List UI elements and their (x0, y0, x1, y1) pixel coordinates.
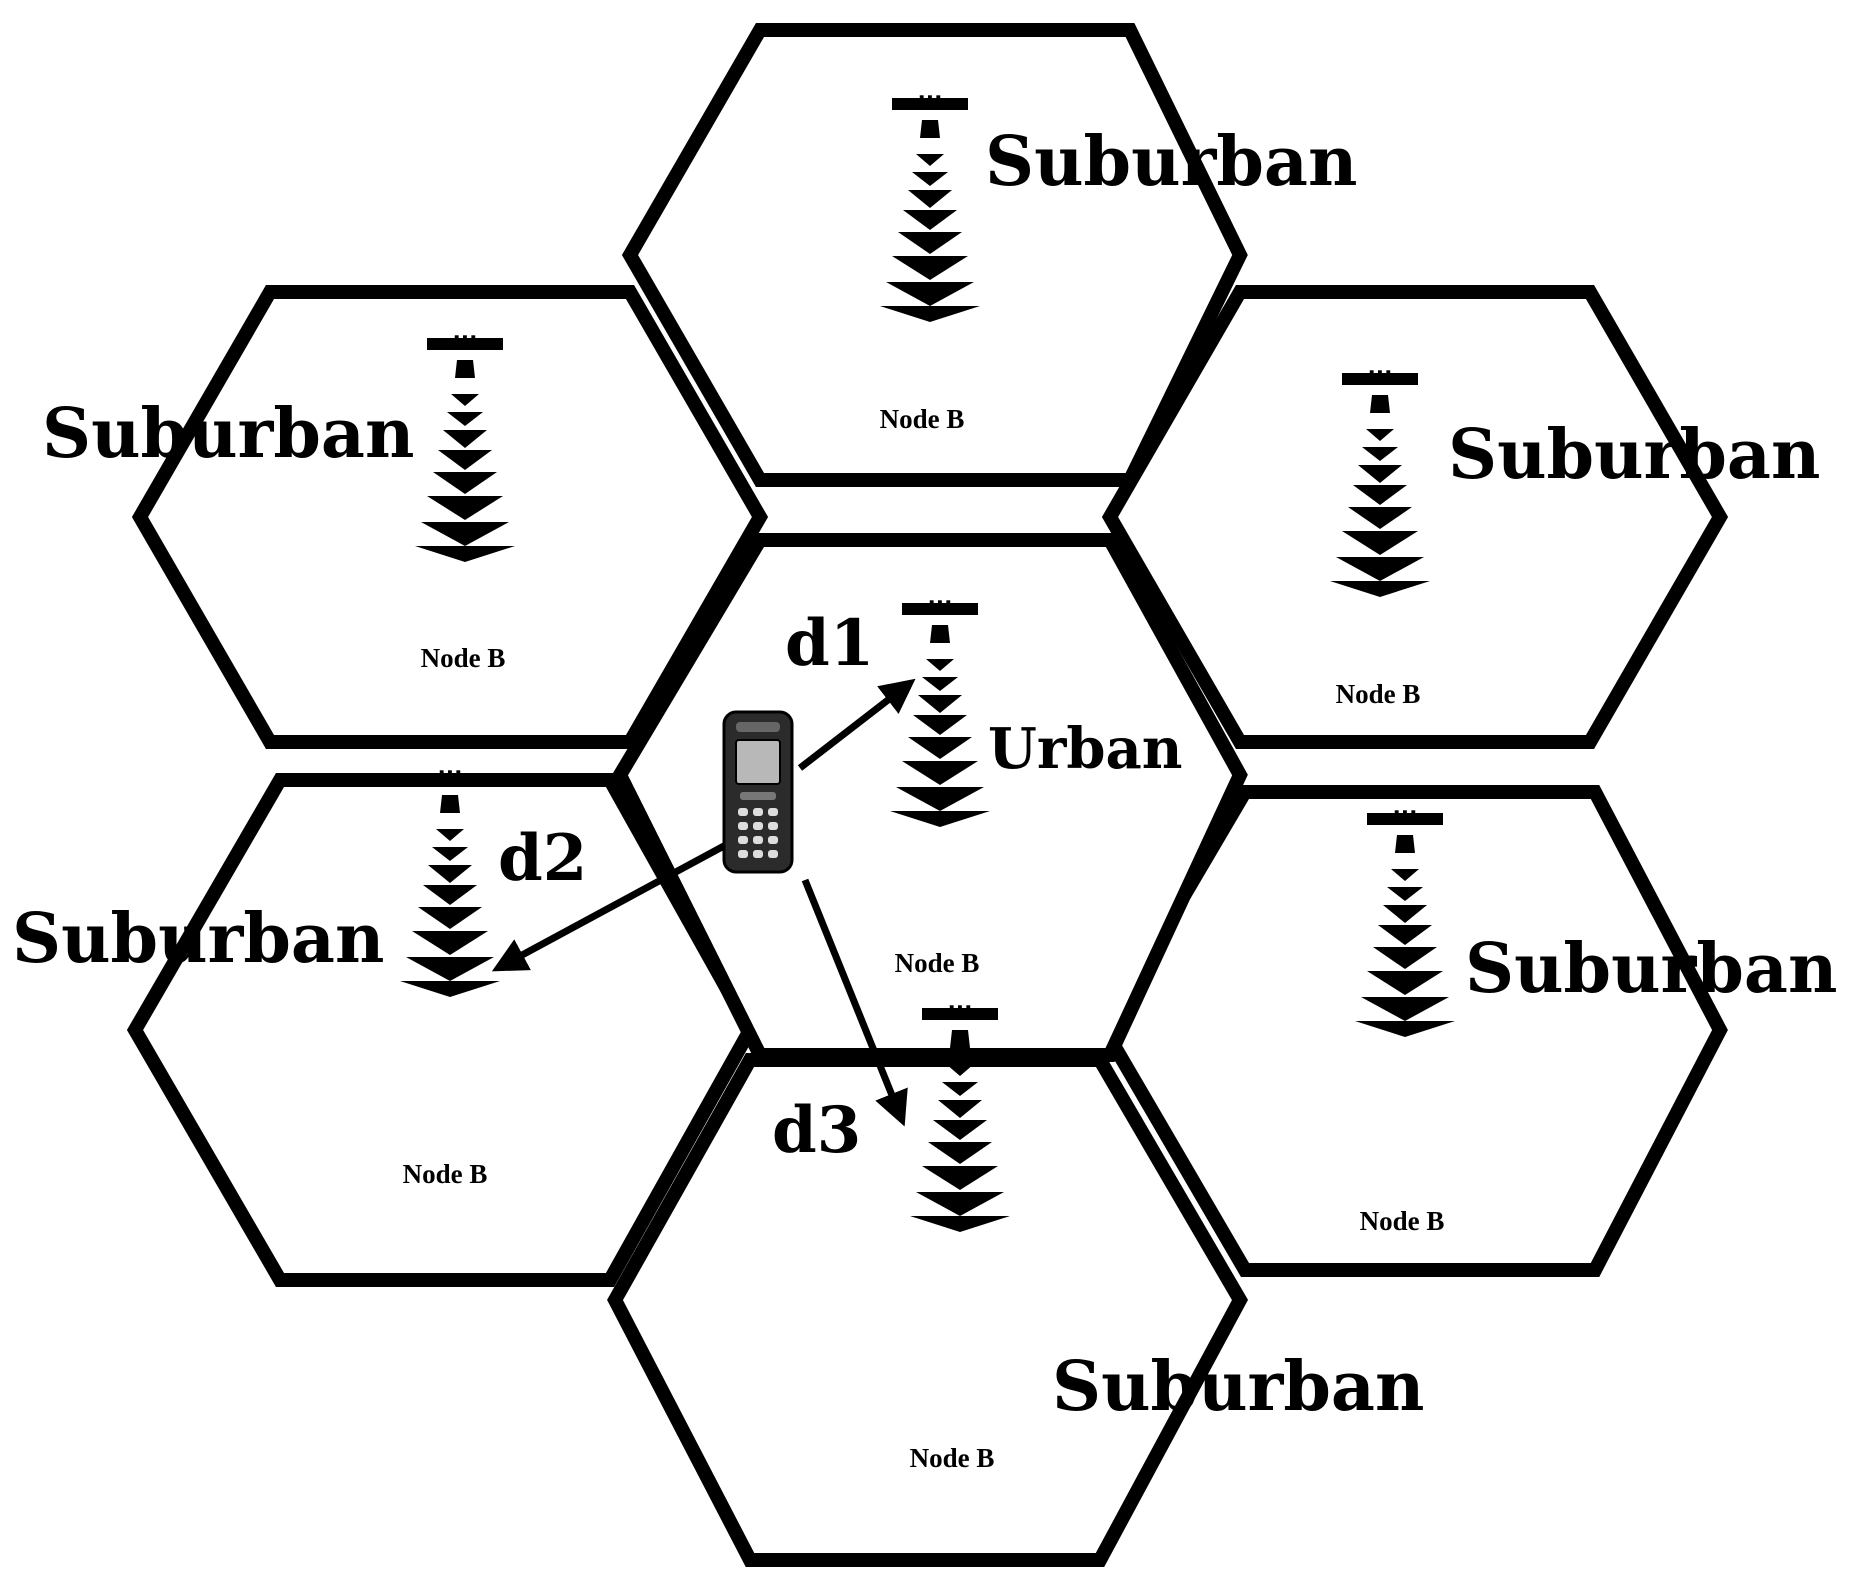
hex-cell-upper-right (1101, 285, 1729, 749)
region-label-bottom: Suburban (1052, 1347, 1424, 1427)
arrow-d3 (801, 878, 908, 1127)
arrow-d2 (491, 836, 737, 972)
station-labels: Node B Node B Node B Node B Node B Node … (403, 404, 1445, 1473)
station-label-bottom: Node B (910, 1443, 995, 1473)
region-label-center: Urban (988, 716, 1183, 782)
antenna-array-icon: ··· (1367, 361, 1392, 386)
station-label-top: Node B (880, 404, 965, 434)
region-label-upper-right: Suburban (1448, 415, 1820, 495)
station-label-upper-right: Node B (1336, 679, 1421, 709)
distance-label-d3: d3 (772, 1093, 861, 1168)
antenna-array-icon: ··· (947, 996, 972, 1021)
antenna-array-icon: ··· (452, 326, 477, 351)
station-label-center: Node B (895, 948, 980, 978)
links-layer (491, 678, 916, 1127)
antenna-array-icon: ··· (437, 761, 462, 786)
mobile-phone-icon (722, 710, 794, 874)
antenna-array-icon: ··· (1392, 801, 1417, 826)
station-label-upper-left: Node B (421, 643, 506, 673)
cells-layer (126, 23, 1729, 1567)
antenna-dots-layer: ··· ··· ··· ··· ··· ··· ··· (437, 86, 1417, 1021)
antenna-array-icon: ··· (927, 591, 952, 616)
region-label-top: Suburban (985, 122, 1357, 202)
distance-label-d1: d1 (785, 606, 874, 681)
antenna-array-icon: ··· (917, 86, 942, 111)
distance-labels: d1 d2 d3 (498, 606, 874, 1168)
region-label-lower-left: Suburban (12, 899, 384, 979)
station-label-lower-left: Node B (403, 1159, 488, 1189)
distance-label-d2: d2 (498, 821, 587, 896)
hex-cell-bottom (607, 1053, 1249, 1567)
hex-cell-upper-left (131, 285, 769, 749)
arrow-d1 (797, 678, 916, 771)
region-label-upper-left: Suburban (42, 394, 414, 474)
hex-cell-top (621, 23, 1248, 487)
region-label-lower-right: Suburban (1465, 929, 1837, 1009)
station-label-lower-right: Node B (1360, 1206, 1445, 1236)
region-labels: Suburban Suburban Suburban Urban Suburba… (12, 122, 1837, 1427)
